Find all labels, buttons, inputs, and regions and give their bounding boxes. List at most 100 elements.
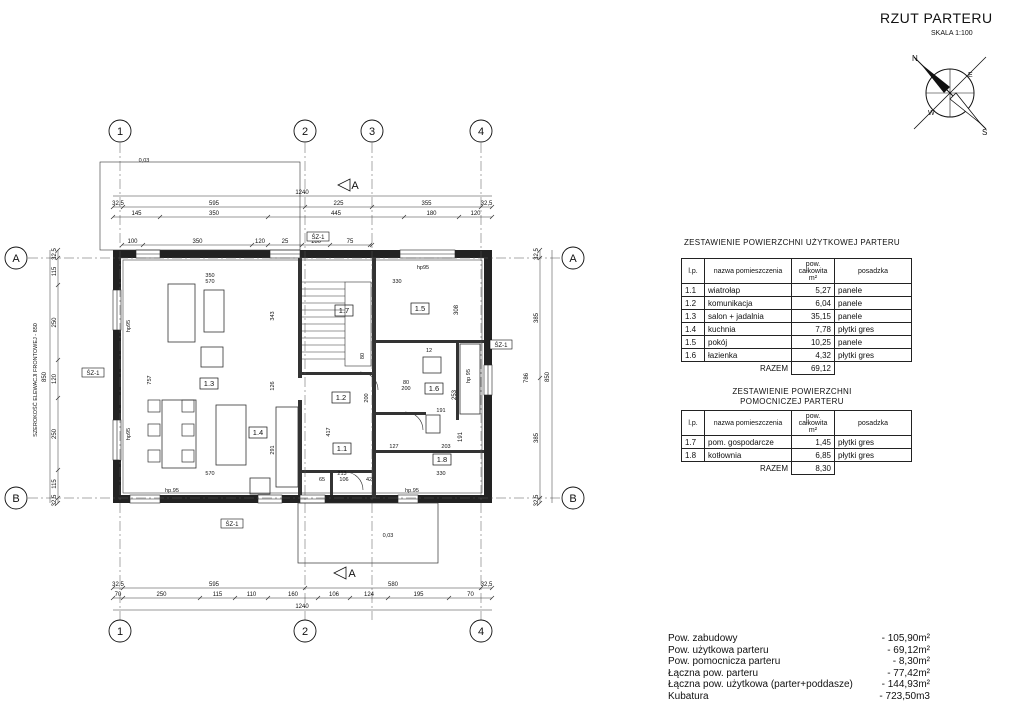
dim-tick bbox=[401, 214, 407, 220]
room-1.5: 1.5 bbox=[415, 304, 425, 313]
cell-lp: 1.5 bbox=[681, 335, 705, 349]
cell-room-name: łazienka bbox=[704, 348, 792, 362]
axis-bubble bbox=[108, 619, 132, 643]
dim-tick bbox=[478, 204, 484, 210]
room-tag-box bbox=[248, 426, 268, 439]
cell-room-name: pokój bbox=[704, 335, 792, 349]
dim-tick bbox=[347, 595, 353, 601]
cell-lp: 1.7 bbox=[681, 435, 705, 449]
inner-dimension-label: 417 bbox=[326, 427, 332, 436]
sz-tag-box bbox=[81, 367, 105, 378]
dim-tick bbox=[157, 214, 163, 220]
room-tag-box bbox=[334, 304, 354, 317]
summary-label: Kubatura bbox=[668, 690, 709, 702]
dimension-label: 160 bbox=[288, 592, 299, 598]
section-arrow-top bbox=[337, 178, 351, 192]
dimension-label: 32,5 bbox=[481, 201, 493, 207]
section-label-top: A bbox=[351, 180, 359, 192]
window-height-label: hp.95 bbox=[165, 488, 179, 494]
dim-tick bbox=[489, 204, 495, 210]
cell-floor: płytki gres bbox=[834, 348, 912, 362]
dimension-label: 70 bbox=[467, 592, 474, 598]
inner-dimension-label: 570 bbox=[205, 279, 214, 285]
dim-tick bbox=[249, 242, 255, 248]
dimension-label: 250 bbox=[52, 317, 58, 328]
col-area: pow. całkowita m² bbox=[791, 410, 835, 436]
wall-north bbox=[113, 250, 492, 258]
room-1.7: 1.7 bbox=[339, 306, 349, 315]
dim-tick bbox=[55, 467, 61, 473]
summary-label: Łączna pow. parteru bbox=[668, 667, 759, 679]
cell-room-name: wiatrołap bbox=[704, 283, 792, 297]
dimension-label: 32,5 bbox=[112, 201, 124, 207]
cell-floor: panele bbox=[834, 283, 912, 297]
cell-room-name: kotłownia bbox=[704, 448, 792, 462]
dimension-label: 32,5 bbox=[52, 494, 58, 506]
dim-tick bbox=[489, 595, 495, 601]
dimension-label: 32,5 bbox=[534, 248, 540, 260]
interior-wall bbox=[298, 258, 302, 378]
cell-lp: 1.3 bbox=[681, 309, 705, 323]
interior-wall bbox=[298, 470, 376, 473]
col-area: pow. całkowita m² bbox=[791, 258, 835, 284]
dimension-label: 115 bbox=[52, 266, 58, 276]
dimension-label: 115 bbox=[52, 479, 58, 489]
window-height-label: hp95 bbox=[126, 428, 132, 440]
dimension-label: 115 bbox=[213, 592, 223, 598]
compass-icon: N S E W bbox=[912, 54, 987, 137]
cell-lp: 1.4 bbox=[681, 322, 705, 336]
room-tag-box bbox=[331, 391, 351, 404]
interior-wall bbox=[298, 400, 302, 495]
inner-dimension-label: 291 bbox=[270, 445, 276, 454]
cell-area: 5,27 bbox=[791, 283, 835, 297]
dim-tick bbox=[120, 585, 126, 591]
room-tag-box bbox=[424, 382, 444, 395]
dim-tick bbox=[537, 375, 543, 381]
dim-tick bbox=[265, 595, 271, 601]
chair bbox=[181, 399, 195, 413]
dim-tick bbox=[265, 214, 271, 220]
armchair bbox=[200, 346, 224, 368]
dimension-label: 191 bbox=[458, 431, 464, 442]
summary-row: Pow. zabudowy- 105,90m² bbox=[668, 633, 930, 645]
dim-tick bbox=[55, 282, 61, 288]
washbasin bbox=[422, 356, 442, 374]
axis-bubble bbox=[561, 246, 585, 270]
inner-dimension-label: 106 bbox=[339, 477, 348, 483]
inner-dimension-label: 42 bbox=[366, 477, 372, 483]
cell-floor: panele bbox=[834, 335, 912, 349]
summary-label: Pow. użytkowa parteru bbox=[668, 644, 769, 656]
dim-tick bbox=[367, 242, 373, 248]
inner-dimension-label: 126 bbox=[270, 381, 276, 390]
col-room-name: nazwa pomieszczenia bbox=[704, 258, 792, 284]
usable-area-table: l.p. nazwa pomieszczenia pow. całkowita … bbox=[681, 258, 912, 375]
chair bbox=[147, 399, 161, 413]
summary-value: - 723,50m3 bbox=[879, 690, 930, 702]
cell-area: 10,25 bbox=[791, 335, 835, 349]
axis-label-2: 2 bbox=[302, 626, 308, 638]
kitchen-island bbox=[215, 404, 247, 466]
sofa bbox=[167, 283, 196, 343]
dimension-lines bbox=[4, 119, 585, 643]
summary-row: Kubatura - 723,50m3 bbox=[668, 691, 930, 703]
dimension-label: 350 bbox=[209, 211, 220, 217]
aux-area-title-1: ZESTAWIENIE POWIERZCHNI bbox=[732, 387, 852, 396]
col-room-name: nazwa pomieszczenia bbox=[704, 410, 792, 436]
cell-area: 35,15 bbox=[791, 309, 835, 323]
sink bbox=[249, 477, 271, 495]
interior-wall bbox=[376, 450, 484, 453]
room-1.6: 1.6 bbox=[429, 384, 439, 393]
dining-table bbox=[161, 399, 197, 469]
dim-tick bbox=[55, 255, 61, 261]
axis-label-B: B bbox=[569, 493, 576, 505]
axis-label-2: 2 bbox=[302, 126, 308, 138]
cell-floor: panele bbox=[834, 296, 912, 310]
inner-dimension-label: 65 bbox=[319, 477, 325, 483]
dim-tick bbox=[55, 500, 61, 506]
axis-bubble bbox=[469, 119, 493, 143]
axis-label-4: 4 bbox=[478, 626, 484, 638]
dimension-label: 786 bbox=[524, 372, 530, 383]
